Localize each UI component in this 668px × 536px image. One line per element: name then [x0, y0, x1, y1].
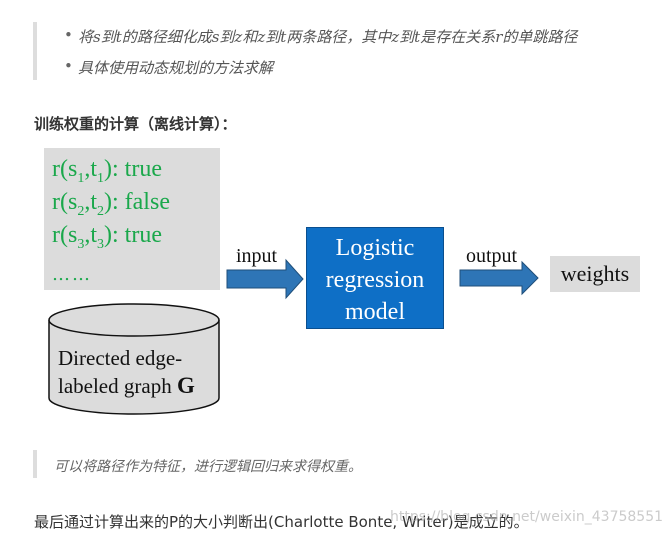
training-samples-box: r(s1,t1): true r(s2,t2): false r(s3,t3):… [44, 148, 220, 290]
model-line1: Logistic [335, 235, 415, 261]
sample-1-index-s: 1 [77, 170, 85, 186]
input-arrow-icon [226, 258, 304, 300]
quote-bar-top [33, 22, 37, 80]
model-box: Logistic regression model [306, 227, 444, 329]
sample-2-pre: r(s [52, 189, 78, 215]
bullet-item-2: 具体使用动态规划的方法求解 [64, 57, 273, 78]
output-arrow-icon [459, 260, 539, 296]
sample-2-index-s: 2 [77, 203, 85, 219]
sample-1-mid: ,t [84, 156, 97, 182]
sample-1-index-t: 1 [97, 170, 104, 186]
sample-2-post: ): false [104, 189, 170, 215]
model-line2: regression [325, 267, 425, 293]
sample-3-index-s: 3 [77, 236, 85, 252]
sample-3-mid: ,t [84, 222, 97, 248]
graph-label-line2: labeled graph [58, 374, 177, 398]
conclusion-text: 最后通过计算出来的P的大小判断出(Charlotte Bonte, Writer… [34, 513, 529, 531]
database-cylinder-icon [48, 303, 220, 415]
graph-label-line1: Directed edge- [58, 346, 183, 370]
model-line3: model [345, 299, 405, 325]
graph-label: Directed edge- labeled graph G [58, 344, 195, 400]
sample-3-index-t: 3 [97, 236, 104, 252]
sample-1-pre: r(s [52, 156, 78, 182]
weights-box: weights [550, 256, 640, 292]
sample-line-2: r(s2,t2): false [52, 189, 170, 220]
output-label: output [466, 245, 518, 267]
input-label: input [236, 245, 278, 267]
sample-2-index-t: 2 [97, 203, 104, 219]
quote-bar-bottom [33, 450, 37, 478]
section-heading: 训练权重的计算（离线计算）： [34, 115, 237, 133]
bullet-item-1: 将s到t的路径细化成s到z和z到t两条路径，其中z到t是存在关系r的单跳路径 [64, 26, 577, 47]
sample-2-mid: ,t [84, 189, 97, 215]
sample-1-post: ): true [104, 156, 162, 182]
sample-line-3: r(s3,t3): true [52, 222, 162, 253]
sample-3-pre: r(s [52, 222, 78, 248]
samples-ellipsis: …… [52, 264, 92, 285]
sample-line-1: r(s1,t1): true [52, 156, 162, 187]
sample-3-post: ): true [104, 222, 162, 248]
graph-symbol: G [176, 373, 195, 398]
watermark: https://blog.csdn.net/weixin_43758551 [390, 509, 664, 525]
quote-text: 可以将路径作为特征，进行逻辑回归来求得权重。 [54, 459, 362, 475]
